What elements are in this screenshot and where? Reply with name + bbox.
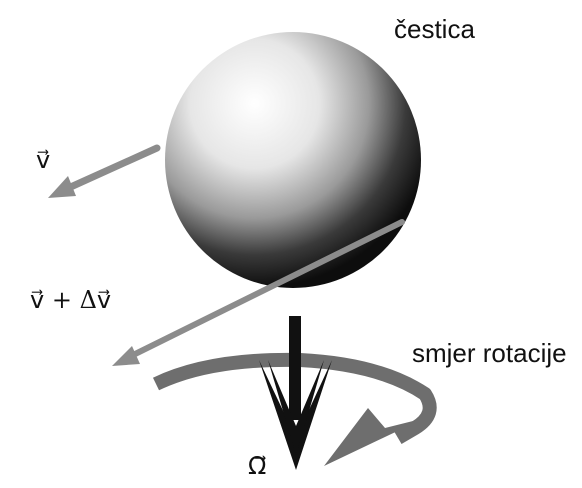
rotation-direction-label: smjer rotacije	[412, 338, 567, 368]
angular-velocity-arrow	[259, 316, 332, 470]
velocity-label: v⃗	[36, 146, 51, 174]
velocity-arrow	[48, 144, 161, 198]
velocity-change-label: v⃗ + Δv⃗	[30, 286, 112, 314]
angular-velocity-label: Ω⃗	[248, 452, 267, 480]
velocity-change-arrow	[112, 219, 405, 366]
particle-sphere	[165, 32, 421, 288]
particle-label: čestica	[394, 14, 475, 44]
rotation-direction-arrow	[152, 352, 437, 466]
